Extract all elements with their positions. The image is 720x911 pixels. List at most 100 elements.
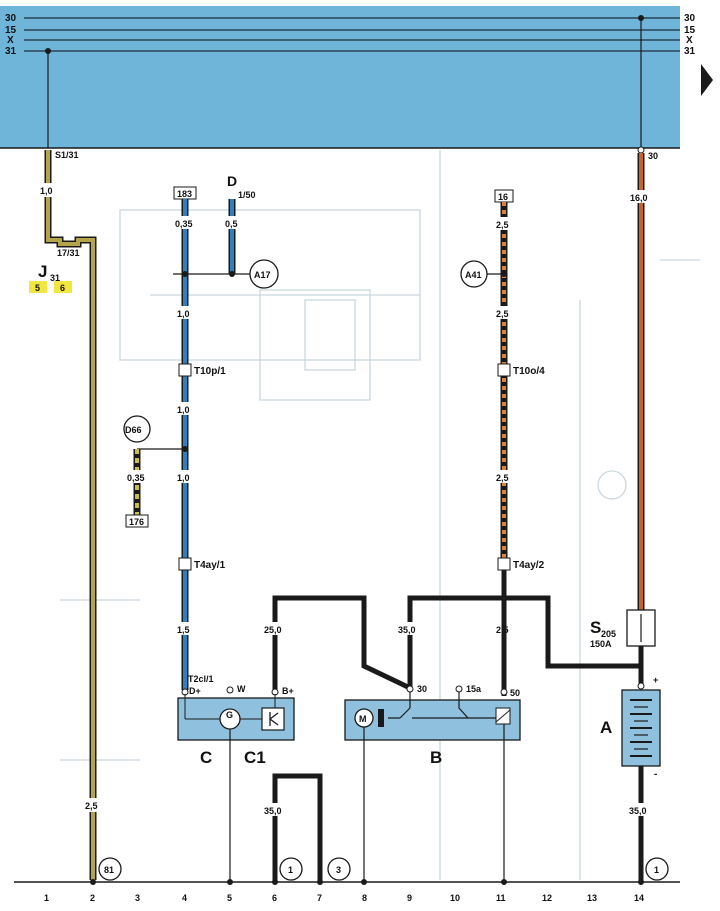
connector-t2cl: T2cl/1 xyxy=(188,674,214,684)
wire-size-w4d: 1,0 xyxy=(177,473,190,483)
bus-connection-30: 30 xyxy=(648,151,658,161)
j31-sub: 31 xyxy=(50,273,60,283)
wire-size-w11c: 2,5 xyxy=(496,473,509,483)
label-pad-w1 xyxy=(36,183,62,197)
splice-a17-dot-right xyxy=(229,271,235,277)
track-numbers: 1 2 3 4 5 6 7 8 9 10 11 12 13 14 xyxy=(44,893,644,903)
connector-t10o: T10o/4 xyxy=(513,366,545,377)
connector-t4ay2: T4ay/2 xyxy=(513,560,545,571)
wire-ground-olive-core xyxy=(46,150,95,880)
ground-ref-3-text: 3 xyxy=(336,865,341,875)
starter-pin-50-dot xyxy=(500,688,508,696)
bus-labels-left: 30 15 X 31 xyxy=(5,13,17,57)
fuse-sub: 205 xyxy=(601,629,616,639)
connector-t4ay1-icon xyxy=(178,557,192,571)
starter-pin-50: 50 xyxy=(510,688,520,698)
splice-a17-circle xyxy=(249,259,279,289)
splice-a41-label: A41 xyxy=(465,270,482,280)
alt-pin-bplus: B+ xyxy=(282,686,294,696)
wire-size-w9: 35,0 xyxy=(398,625,416,635)
j31-name: J xyxy=(38,262,47,281)
bus-label-31-left: 31 xyxy=(5,46,17,57)
wire-size-wd: 0,5 xyxy=(225,219,238,229)
track-13: 13 xyxy=(587,893,597,903)
track-9: 9 xyxy=(407,893,412,903)
wire-size-w11a: 2,5 xyxy=(496,220,509,230)
ground-ref-1b xyxy=(645,857,669,881)
track-11: 11 xyxy=(496,893,506,903)
ref-d-pin: 1/50 xyxy=(238,190,256,200)
j31-tag-5 xyxy=(29,281,47,293)
connector-t10p-icon xyxy=(178,363,192,377)
starter-switch-icon xyxy=(388,692,500,719)
track-7: 7 xyxy=(317,893,322,903)
alt-pin-w-dot xyxy=(226,686,234,694)
wire-size-w14a: 16,0 xyxy=(630,193,648,203)
track-5: 5 xyxy=(227,893,232,903)
starter-field-icon xyxy=(378,709,384,727)
ground-ref-81-text: 81 xyxy=(104,865,114,875)
track-1: 1 xyxy=(44,893,49,903)
wire-size-wd66: 0,35 xyxy=(127,473,145,483)
label-pad-wd66 xyxy=(124,470,150,483)
track-8: 8 xyxy=(362,893,367,903)
ground-ref-1a xyxy=(279,857,303,881)
track-2: 2 xyxy=(90,893,95,903)
track11-labels: 2,5 2,5 2,5 2,5 xyxy=(491,217,517,635)
track-12: 12 xyxy=(542,893,552,903)
track-14: 14 xyxy=(634,893,644,903)
regulator-icon xyxy=(261,707,285,731)
bus-label-31-right: 31 xyxy=(684,46,696,57)
ground-ref-81 xyxy=(98,857,122,881)
battery-cells xyxy=(630,699,652,757)
connector-t4ay1: T4ay/1 xyxy=(194,560,226,571)
battery-plus-terminal xyxy=(637,682,645,690)
starter-m-label: M xyxy=(359,714,367,724)
component-b: B xyxy=(430,748,442,767)
ground-ref-1b-text: 1 xyxy=(654,865,659,875)
starter-pin-15a-dot xyxy=(455,685,463,693)
solenoid-diag xyxy=(495,709,511,723)
battery-minus: - xyxy=(654,769,657,780)
label-pad-w6b xyxy=(262,803,290,816)
wire-size-w4e: 1,5 xyxy=(177,625,190,635)
wire-size-w6b: 35,0 xyxy=(264,806,282,816)
ref-d-letter: D xyxy=(227,173,237,189)
bus-label-15-left: 15 xyxy=(5,25,17,36)
track-10: 10 xyxy=(450,893,460,903)
j31-tag-5-text: 5 xyxy=(35,283,40,293)
track-3: 3 xyxy=(135,893,140,903)
bus-label-30-left: 30 xyxy=(5,13,17,24)
bus-labels-right: 30 15 X 31 xyxy=(684,13,696,57)
wire-size-w6a: 25,0 xyxy=(264,625,282,635)
alt-g-label: G xyxy=(226,710,233,720)
connector-t10p: T10p/1 xyxy=(194,366,226,377)
component-c: C xyxy=(200,748,212,767)
j31-pin-label: 17/31 xyxy=(57,248,80,258)
starter-pin-15a: 15a xyxy=(466,684,482,694)
label-pad-w9 xyxy=(396,622,424,635)
j31-tag-6 xyxy=(54,281,72,293)
wire-ground-olive xyxy=(44,150,97,880)
wire-size-w2: 2,5 xyxy=(85,801,98,811)
ground-ref-3 xyxy=(327,857,351,881)
fuse-name: S xyxy=(590,618,601,637)
bus-label-x-left: X xyxy=(7,35,14,46)
starter-b xyxy=(344,699,521,741)
track4-labels: 0,35 0,5 1,0 1,0 1,0 1,5 xyxy=(172,216,245,635)
wire-size-w14b: 35,0 xyxy=(629,806,647,816)
wire-ground-track6 xyxy=(272,773,323,882)
ref-box-176 xyxy=(125,514,149,528)
ref-183: 183 xyxy=(177,189,192,199)
battery-plus: + xyxy=(653,675,658,685)
wire-power-bplus xyxy=(272,595,412,691)
ghost-background xyxy=(60,150,700,880)
label-pad-w6a xyxy=(262,622,290,635)
j31-tag-6-text: 6 xyxy=(60,283,65,293)
splice-a17-dot-left xyxy=(182,271,188,277)
connector-t4ay2-icon xyxy=(497,557,511,571)
bus-panel xyxy=(0,6,680,148)
component-c1: C1 xyxy=(244,748,266,767)
alt-pin-w: W xyxy=(237,684,246,694)
